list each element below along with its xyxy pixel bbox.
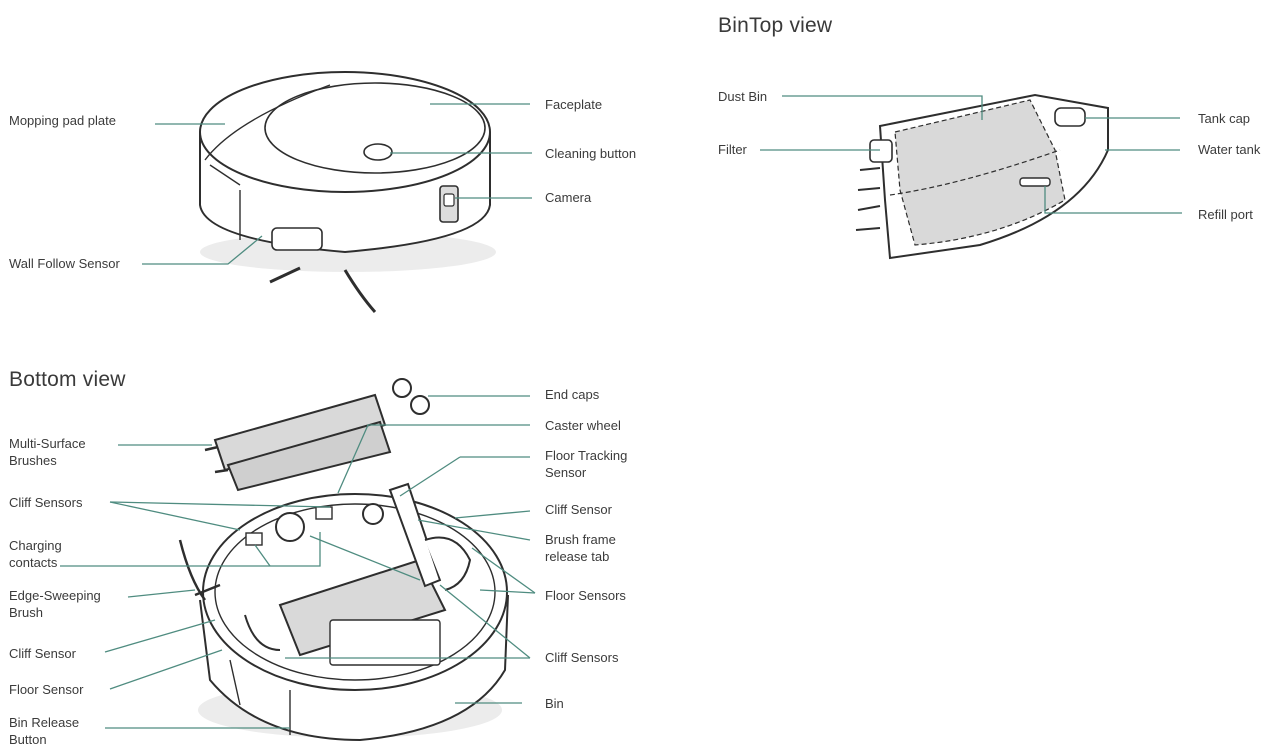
- label-cliff-sensors-left: Cliff Sensors: [9, 495, 83, 510]
- leader-lines: [60, 95, 1182, 729]
- label-bin-release-button: Bin Release Button: [9, 714, 79, 748]
- label-charging-line1: Charging: [9, 538, 62, 553]
- label-wall-follow-sensor: Wall Follow Sensor: [9, 256, 120, 271]
- bin-top-view-heading: BinTop view: [718, 14, 833, 37]
- bottom-view-heading: Bottom view: [9, 368, 126, 391]
- label-edge-sweeping-brush: Edge-Sweeping Brush: [9, 587, 101, 621]
- label-floor-tracking-line2: Sensor: [545, 465, 587, 480]
- label-camera: Camera: [545, 190, 592, 205]
- label-faceplate: Faceplate: [545, 97, 603, 112]
- bin-top-view: [855, 93, 1109, 260]
- label-multi-surface-line1: Multi-Surface: [9, 436, 86, 451]
- label-charging-contacts: Charging contacts: [9, 537, 62, 571]
- label-end-caps: End caps: [545, 387, 600, 402]
- label-dust-bin: Dust Bin: [718, 89, 768, 104]
- label-multi-surface-brushes: Multi-Surface Brushes: [9, 435, 86, 469]
- label-floor-sensor-left: Floor Sensor: [9, 682, 84, 697]
- label-caster-wheel: Caster wheel: [545, 418, 621, 433]
- label-filter: Filter: [718, 142, 747, 157]
- label-bin-release-line2: Button: [9, 732, 47, 747]
- label-bin-release-line1: Bin Release: [9, 715, 80, 730]
- label-mopping-pad-plate: Mopping pad plate: [9, 113, 116, 128]
- label-bin: Bin: [545, 696, 564, 711]
- label-floor-sensors-right: Floor Sensors: [545, 588, 626, 603]
- label-water-tank: Water tank: [1198, 142, 1261, 157]
- label-brush-frame-line2: release tab: [545, 549, 610, 564]
- label-refill-port: Refill port: [1198, 207, 1253, 222]
- bottom-view: [178, 378, 509, 742]
- label-edge-line2: Brush: [9, 605, 43, 620]
- label-cleaning-button: Cleaning button: [545, 146, 637, 161]
- label-cliff-sensors-right: Cliff Sensors: [545, 650, 619, 665]
- label-brush-frame-release-tab: Brush frame release tab: [545, 531, 616, 565]
- label-floor-tracking-line1: Floor Tracking: [545, 448, 628, 463]
- label-tank-cap: Tank cap: [1198, 111, 1251, 126]
- label-charging-line2: contacts: [9, 555, 58, 570]
- label-cliff-sensor-left: Cliff Sensor: [9, 646, 76, 661]
- robot-top-view: [199, 71, 496, 313]
- label-multi-surface-line2: Brushes: [9, 453, 57, 468]
- label-edge-line1: Edge-Sweeping: [9, 588, 101, 603]
- label-floor-tracking-sensor: Floor Tracking Sensor: [545, 447, 627, 481]
- label-cliff-sensor-right: Cliff Sensor: [545, 502, 612, 517]
- label-brush-frame-line1: Brush frame: [545, 532, 616, 547]
